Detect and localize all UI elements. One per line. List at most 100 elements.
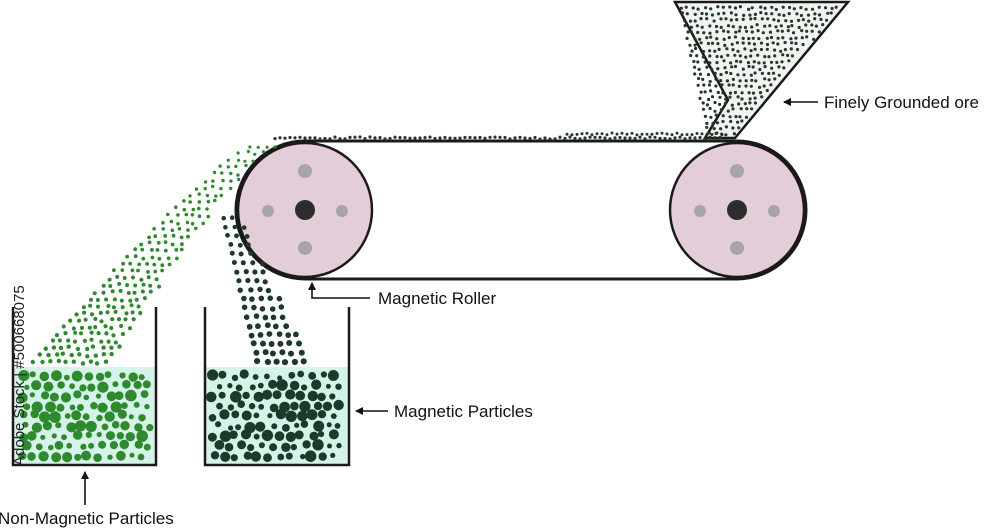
particle — [144, 403, 150, 410]
particle — [237, 158, 241, 162]
particle — [753, 12, 758, 16]
particle — [312, 439, 324, 451]
particle — [826, 11, 830, 15]
particle — [743, 25, 748, 30]
particle — [51, 433, 57, 439]
particle — [113, 340, 118, 345]
particle — [71, 359, 77, 364]
particle — [279, 349, 286, 356]
particle — [128, 298, 133, 303]
ore-particles-in-hopper — [679, 5, 838, 137]
particle — [29, 371, 36, 378]
particle — [463, 135, 467, 140]
particle — [538, 137, 542, 141]
particle — [690, 133, 694, 137]
particle — [744, 84, 748, 88]
particle — [261, 150, 265, 154]
particle — [736, 120, 740, 124]
particle — [148, 283, 153, 288]
particle — [81, 450, 92, 461]
particle — [705, 121, 709, 125]
particle — [754, 79, 758, 83]
particle — [753, 71, 757, 75]
particle — [294, 430, 304, 440]
particle — [782, 66, 786, 70]
particle — [311, 379, 322, 390]
particle — [719, 127, 723, 131]
particle — [76, 404, 84, 411]
particle — [50, 338, 56, 343]
particle — [246, 323, 253, 330]
particle — [188, 194, 192, 198]
particle — [191, 207, 196, 212]
particle — [270, 314, 277, 321]
particle — [701, 107, 706, 111]
particle — [62, 452, 73, 463]
particle — [685, 133, 689, 137]
particle — [81, 305, 86, 310]
particle — [112, 268, 116, 273]
particle — [363, 137, 367, 141]
magnetic-container — [203, 307, 351, 467]
particle — [87, 383, 96, 392]
particle — [95, 298, 100, 302]
particle — [185, 220, 190, 225]
particle — [742, 13, 746, 17]
particle — [693, 37, 697, 41]
particle — [705, 36, 709, 40]
particle — [731, 126, 735, 130]
particle — [638, 135, 642, 139]
particle — [103, 359, 109, 364]
particle — [216, 402, 223, 410]
particle — [307, 390, 318, 402]
particle — [215, 421, 222, 428]
particle — [240, 260, 246, 266]
particle — [231, 374, 239, 381]
particle — [79, 325, 85, 330]
particle — [706, 41, 711, 46]
particle — [138, 374, 145, 381]
particle — [85, 354, 90, 359]
particle — [248, 250, 254, 256]
particle — [229, 430, 238, 440]
particle — [696, 83, 700, 87]
particle — [125, 283, 130, 288]
particle — [219, 409, 230, 420]
particle — [106, 391, 117, 402]
non-magnetic-particle-stream — [30, 145, 277, 366]
particle — [269, 403, 279, 413]
particle — [146, 270, 150, 274]
particle — [230, 454, 238, 462]
particle — [670, 133, 674, 137]
particle — [152, 262, 157, 267]
particle — [293, 136, 297, 140]
particle — [737, 102, 741, 106]
particle — [830, 6, 834, 11]
particle — [130, 268, 135, 273]
particle — [96, 331, 101, 336]
particle — [749, 17, 753, 21]
particle — [150, 255, 155, 260]
particle — [255, 421, 266, 432]
particle — [262, 389, 273, 400]
particle — [747, 91, 751, 95]
particle — [763, 55, 767, 59]
particle — [348, 135, 352, 139]
particle — [767, 55, 771, 59]
particle — [696, 7, 700, 11]
particle — [252, 374, 259, 380]
particle — [689, 53, 693, 58]
particle — [124, 311, 129, 316]
particle — [103, 324, 108, 329]
particle — [773, 48, 777, 52]
particle — [508, 137, 512, 141]
particle — [72, 339, 78, 344]
particle — [133, 283, 138, 288]
particle — [750, 30, 754, 34]
particle — [142, 296, 147, 301]
particle — [274, 431, 285, 442]
particle — [743, 47, 747, 51]
particle — [73, 390, 82, 399]
particle — [119, 439, 130, 450]
particle — [781, 36, 785, 40]
